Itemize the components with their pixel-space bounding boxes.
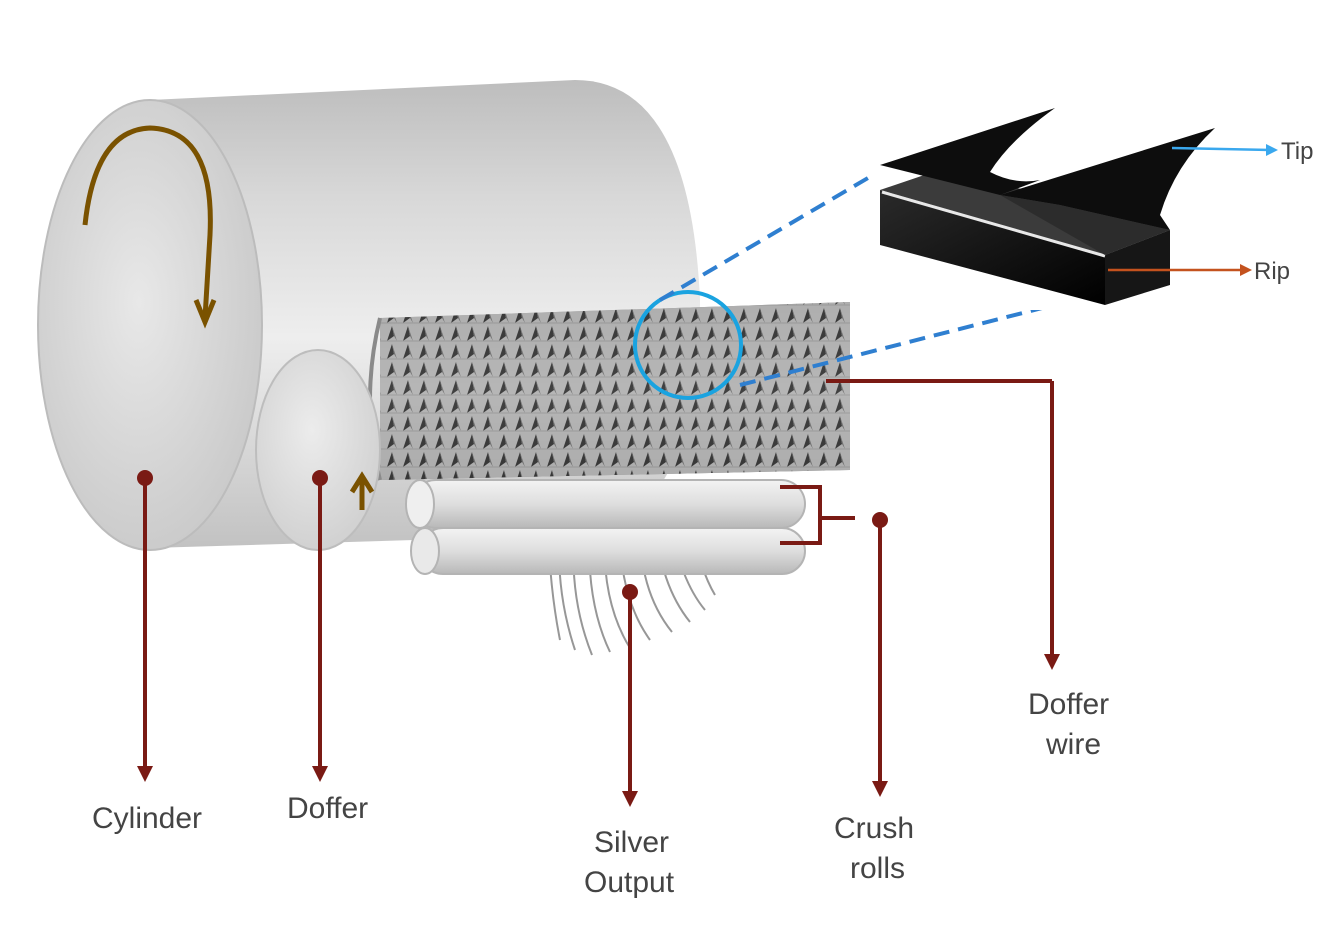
doffer-rotation-arrow: [349, 471, 375, 510]
wire-tooth-first: [880, 108, 1055, 195]
labels: Cylinder Doffer Silver Output Crush roll…: [92, 688, 1109, 899]
doffer-wire-leader: [826, 379, 1060, 670]
crush-roll-bottom: [410, 527, 806, 575]
zoom-circle: [633, 290, 743, 400]
rip-pointer: Rip: [1108, 258, 1290, 285]
doffer-wire-label-line1: Doffer: [1028, 688, 1109, 721]
silver-output-leader: [622, 584, 638, 807]
cylinder-label: Cylinder: [92, 802, 202, 835]
silver-output-label-line1: Silver: [594, 826, 669, 859]
rip-label: Rip: [1254, 258, 1290, 285]
cylinder-face: [37, 99, 263, 551]
leader-lines: [137, 379, 1060, 807]
doffer: [255, 349, 381, 551]
crush-rolls: [405, 479, 806, 575]
cylinder-leader: [137, 470, 153, 782]
wire-tooth-detail: [870, 40, 1240, 310]
doffer-wire-label-line2: wire: [1045, 728, 1101, 761]
wire-tooth-second: [1000, 128, 1215, 230]
crush-rolls-label-line1: Crush: [834, 812, 914, 845]
doffer-wire-band: [368, 302, 850, 481]
doffer-leader: [312, 470, 328, 782]
zoom-dash-top: [658, 166, 887, 302]
crush-rolls-leader: [780, 485, 888, 797]
cylinder-rotation-arrow: [82, 125, 213, 319]
crush-rolls-label-line2: rolls: [850, 852, 905, 885]
tip-pointer: Tip: [1171, 138, 1313, 165]
crush-roll-top: [405, 479, 806, 529]
silver-output-label-line2: Output: [584, 866, 675, 899]
tip-label: Tip: [1281, 138, 1313, 165]
doffer-label: Doffer: [287, 792, 368, 825]
